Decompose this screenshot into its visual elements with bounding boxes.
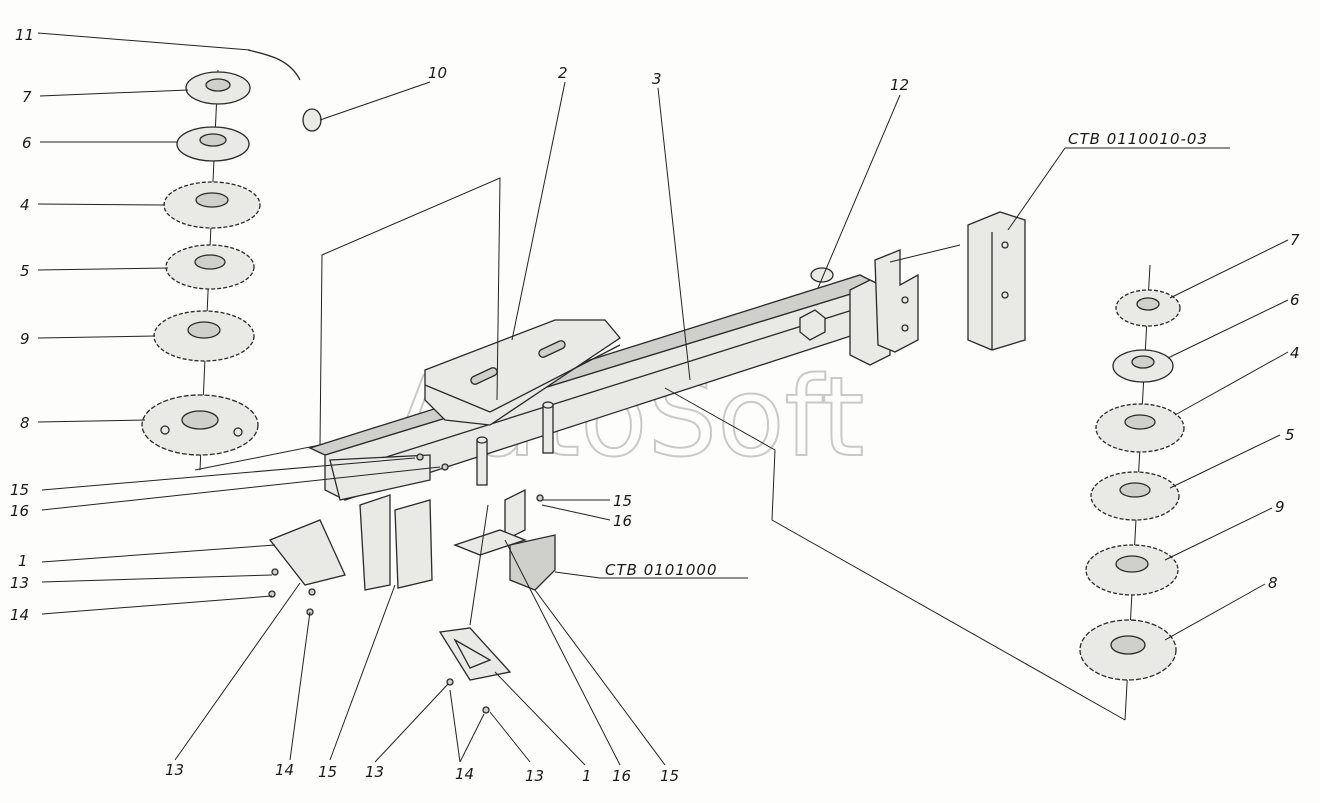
label-10: 10 [428,64,447,82]
label-2: 2 [558,64,568,82]
label-16-left: 16 [10,502,29,520]
bottom-knife [438,627,512,714]
label-14-bottom-b: 14 [455,765,474,783]
label-13-bottom-b: 13 [365,763,384,781]
label-7-right: 7 [1290,231,1300,249]
label-14-left: 14 [10,606,29,624]
label-11: 11 [15,26,34,44]
label-5-left: 5 [20,262,30,280]
label-4-left: 4 [20,196,30,214]
label-13-left: 13 [10,574,29,592]
label-7-left: 7 [22,88,32,106]
label-3: 3 [652,70,662,88]
label-8-right: 8 [1268,574,1278,592]
label-15-center: 15 [613,492,632,510]
left-sprocket-stack [141,69,261,471]
leader-lines [37,32,1230,766]
label-16-center: 16 [613,512,632,530]
label-8-left: 8 [20,414,30,432]
label-15-left: 15 [10,481,29,499]
code-frame-end: СТВ 0110010-03 [1068,130,1208,148]
label-14-bottom-a: 14 [275,761,294,779]
label-9-right: 9 [1275,498,1285,516]
label-12: 12 [890,76,909,94]
label-1-left: 1 [18,552,28,570]
label-4-right: 4 [1290,344,1300,362]
central-bracket [268,454,556,591]
label-13-bottom-a: 13 [165,761,184,779]
plate-part [424,319,621,426]
label-1-bottom: 1 [582,767,592,785]
right-sprocket-stack [1079,264,1185,721]
pins [476,401,554,486]
label-6-left: 6 [22,134,32,152]
label-15-bottom-a: 15 [318,763,337,781]
frame-end-block [967,211,1026,351]
label-6-right: 6 [1290,291,1300,309]
label-16-bottom: 16 [612,767,631,785]
oiler-tube [247,49,322,132]
code-center-block: СТВ 0101000 [605,561,718,579]
end-bracket [799,249,919,353]
right-leaders [1164,239,1289,641]
bolts [268,453,544,616]
label-9-left: 9 [20,330,30,348]
label-5-right: 5 [1285,426,1295,444]
label-13-bottom-c: 13 [525,767,544,785]
assembly-lines [194,177,1126,721]
label-15-bottom-b: 15 [660,767,679,785]
